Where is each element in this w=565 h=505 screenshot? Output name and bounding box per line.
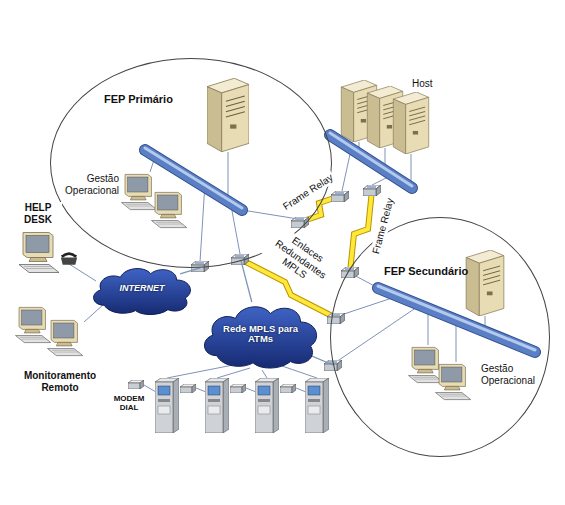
cloud-outline (204, 307, 316, 368)
region-title: FEP Primário (104, 93, 173, 106)
cloud-label: Rede MPLS para ATMs (221, 324, 301, 345)
cloud-label: INTERNET (97, 284, 187, 294)
annotation-label: MODEM DIAL (104, 394, 154, 412)
network-link (241, 261, 252, 302)
annotation-label: Monitoramento Remoto (12, 370, 108, 393)
annotation-label: Enlaces Redundantes MPLS (261, 224, 341, 295)
annotation-label: HELP DESK (14, 202, 62, 225)
region-title: FEP Secundário (384, 265, 468, 278)
annotation-label: Host (410, 78, 435, 90)
cloud-node: Rede MPLS para ATMs (198, 298, 323, 370)
cloud-outline (94, 269, 191, 315)
group-label: Gestão Operacional (57, 173, 119, 196)
cloud-node: INTERNET (88, 262, 196, 316)
annotation-label: Frame Relay (370, 195, 397, 257)
annotation-label: Frame Relay (279, 170, 337, 213)
network-link (180, 268, 200, 274)
site-region: FEP SecundárioGestão Operacional (330, 217, 550, 457)
group-label: Gestão Operacional (481, 363, 543, 386)
